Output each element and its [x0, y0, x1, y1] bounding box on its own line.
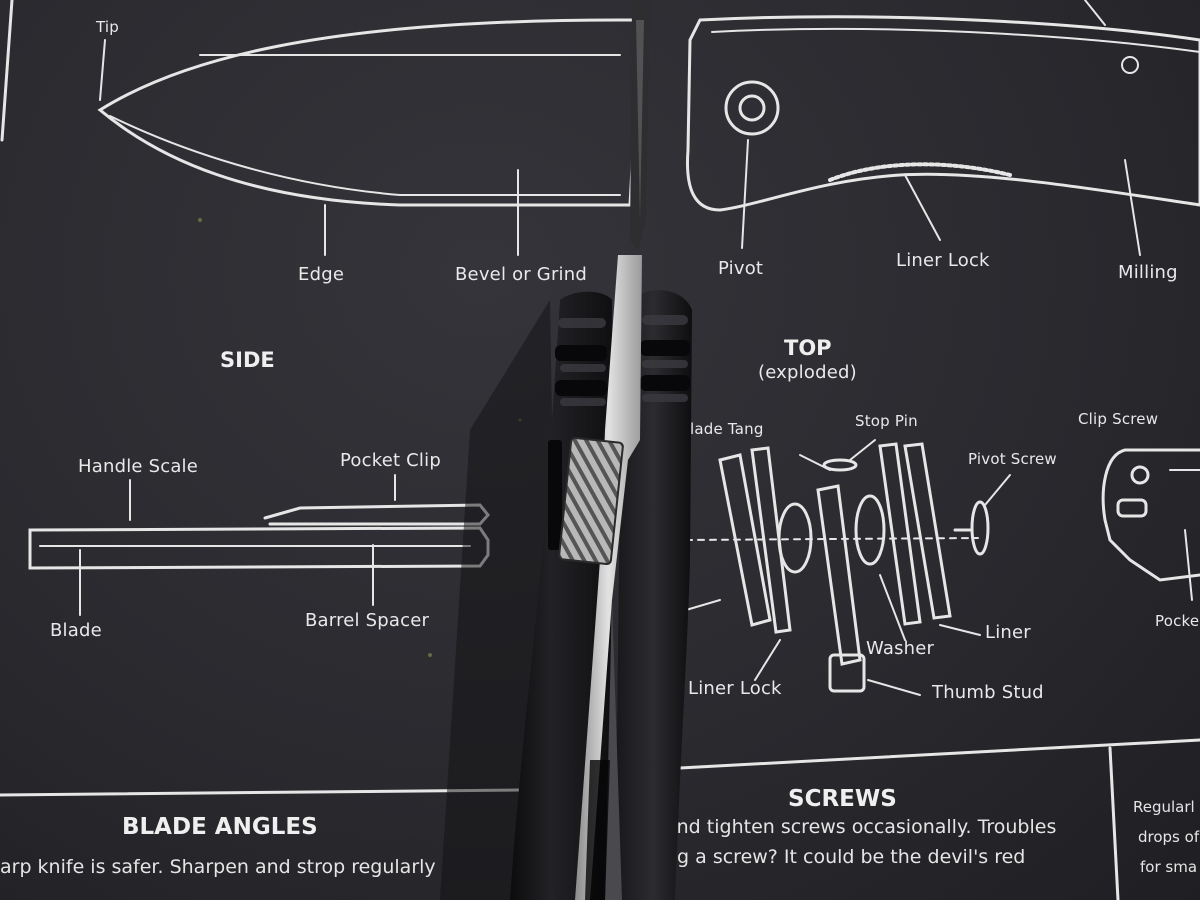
label-clip-screw: Clip Screw	[1078, 410, 1159, 428]
clip-screw-slot	[1116, 498, 1148, 518]
label-barrel-spacer: Barrel Spacer	[305, 610, 430, 631]
divider-right	[678, 738, 1200, 770]
handle-outline	[685, 15, 1200, 212]
label-blade-tang: lade Tang	[690, 420, 764, 438]
exploded-washer-1	[777, 502, 813, 574]
clip-screw-part	[1101, 448, 1200, 582]
pivot-inner	[738, 94, 766, 122]
thumb-stud	[828, 653, 866, 693]
divider-vertical	[1108, 746, 1120, 900]
blade-angles-text: arp knife is safer. Sharpen and strop re…	[0, 856, 436, 878]
label-thumb-stud: Thumb Stud	[932, 682, 1044, 703]
pivot-leader	[741, 139, 749, 249]
divider-left	[0, 788, 522, 797]
label-liner: Liner	[985, 622, 1031, 643]
exploded-plate-1	[718, 453, 772, 627]
label-side: SIDE	[220, 348, 275, 372]
exploded-liner-2	[903, 442, 952, 620]
stop-pin	[822, 458, 858, 472]
label-stop-pin: Stop Pin	[855, 412, 918, 430]
exploded-axis	[685, 537, 979, 541]
label-bevel: Bevel or Grind	[455, 264, 587, 285]
label-pocket-clip: Pocket Clip	[340, 450, 441, 471]
rear-screw	[1121, 56, 1139, 74]
label-liner-lock: Liner Lock	[688, 678, 782, 699]
label-exploded: (exploded)	[758, 362, 857, 383]
label-pivot: Pivot	[718, 258, 764, 279]
exploded-washer-2	[854, 494, 886, 566]
blade-outline	[97, 18, 642, 207]
handle-inner	[711, 27, 1200, 53]
handle-milling	[828, 162, 1012, 182]
label-tip: Tip	[96, 18, 119, 36]
label-washer: Washer	[866, 638, 935, 659]
heading-screws: SCREWS	[788, 786, 897, 812]
jimping-stud	[558, 437, 624, 565]
screws-line-1: and tighten screws occasionally. Trouble…	[665, 816, 1057, 838]
blade-edge-line	[109, 115, 621, 196]
regular-line-1: Regularl	[1133, 798, 1195, 816]
clip-screw-hole	[1130, 465, 1150, 485]
label-pivot-screw: Pivot Screw	[968, 450, 1057, 468]
blade-spine	[575, 255, 642, 900]
pivot-screw-head	[970, 500, 990, 556]
tip-leader	[99, 39, 106, 101]
label-pocke: Pocke	[1155, 612, 1200, 630]
label-liner-lock-top: Liner Lock	[896, 250, 990, 271]
heading-blade-angles: BLADE ANGLES	[122, 814, 318, 840]
milling-leader	[1124, 159, 1141, 256]
liner-lock-leader-top	[904, 174, 941, 241]
exploded-plate-2	[750, 446, 792, 634]
exploded-blade-tang	[816, 484, 862, 666]
label-milling: Milling	[1118, 262, 1178, 283]
regular-line-2: drops of	[1138, 828, 1200, 846]
regular-line-3: for sma	[1140, 858, 1198, 876]
pivot-circle	[724, 80, 780, 136]
screws-line-2: ng a screw? It could be the devil's red	[665, 846, 1026, 868]
mat-border	[0, 0, 14, 142]
label-top: TOP	[784, 336, 832, 360]
top-leader	[1084, 0, 1106, 26]
label-edge: Edge	[298, 264, 345, 285]
exploded-liner-1	[878, 442, 922, 626]
label-handle-scale: Handle Scale	[78, 456, 199, 477]
label-blade: Blade	[50, 620, 102, 641]
